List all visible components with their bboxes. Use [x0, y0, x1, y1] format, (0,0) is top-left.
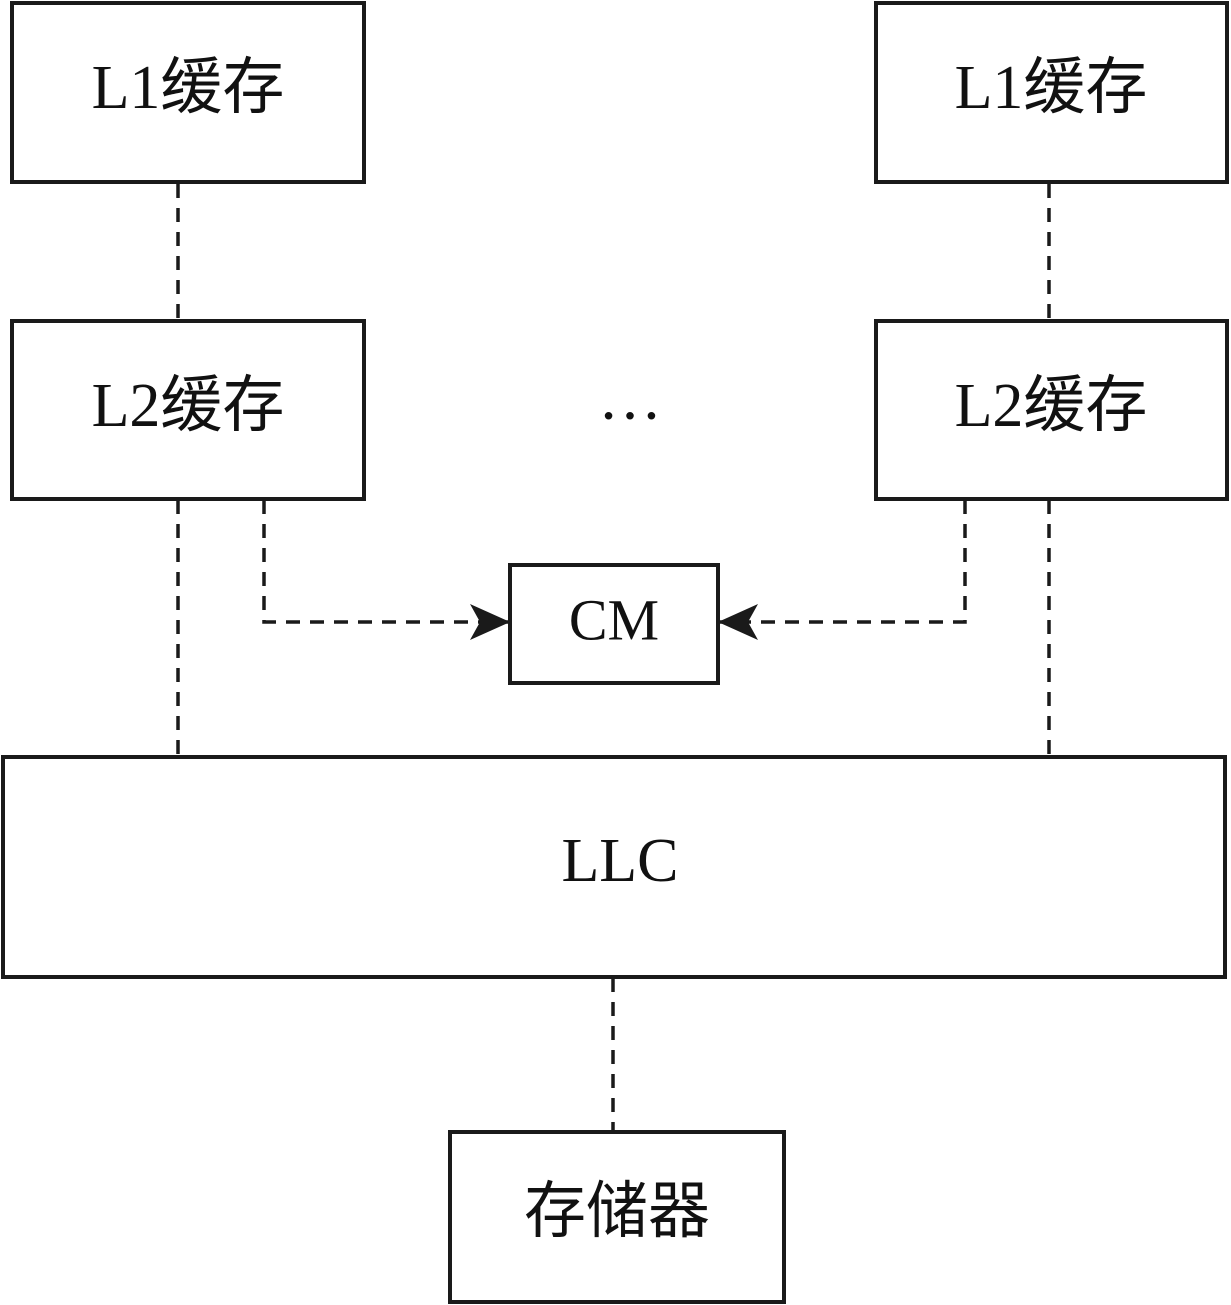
link-right-l2-cm: [718, 500, 967, 640]
link-left-l2-cm: [262, 500, 510, 640]
memory-label: 存储器: [524, 1178, 710, 1246]
right-l2-cache-box: L2缓存: [874, 319, 1229, 501]
llc-box: LLC: [1, 755, 1227, 979]
left-l2-cache-label: L2缓存: [92, 372, 285, 440]
core-ellipsis: …: [598, 362, 662, 433]
cm-box: CM: [508, 563, 720, 685]
right-l1-cache-label: L1缓存: [955, 54, 1148, 122]
llc-label: LLC: [561, 827, 678, 895]
right-l1-cache-box: L1缓存: [874, 1, 1229, 184]
left-l2-cache-box: L2缓存: [10, 319, 366, 501]
left-l1-cache-box: L1缓存: [10, 1, 366, 184]
memory-box: 存储器: [448, 1130, 786, 1304]
cm-label: CM: [569, 587, 659, 652]
left-l1-cache-label: L1缓存: [92, 54, 285, 122]
right-l2-cache-label: L2缓存: [955, 372, 1148, 440]
